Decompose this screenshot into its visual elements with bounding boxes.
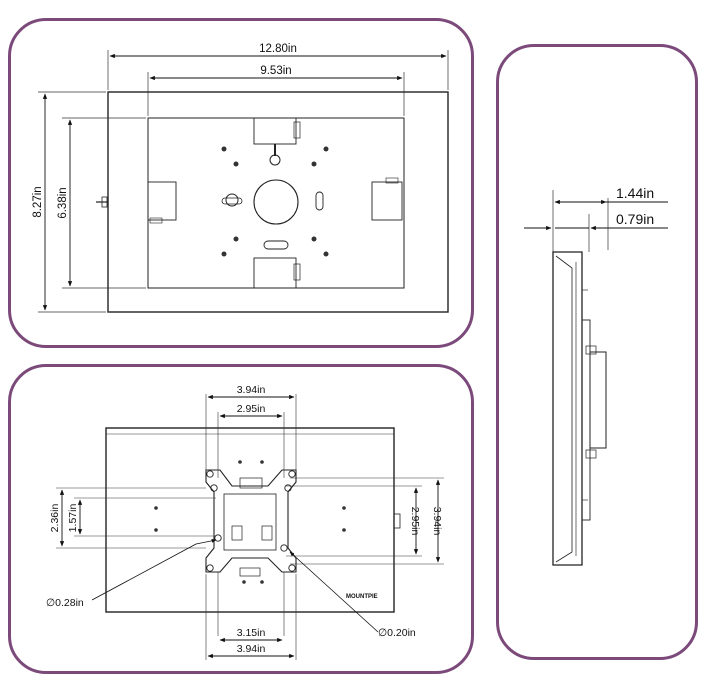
front-slot-right	[315, 191, 324, 211]
back-hole-large-leader	[91, 543, 197, 601]
front-center-hole	[253, 179, 299, 225]
back-hole-small	[280, 544, 288, 552]
back-bottom-inner-label: 3.15in	[237, 627, 266, 639]
front-enclosure-outline	[107, 91, 449, 313]
back-screw-dots	[154, 460, 346, 584]
side-depth-overall-label: 1.44in	[616, 185, 654, 201]
back-bottom-outer-label: 3.94in	[237, 643, 266, 655]
front-keyhole	[225, 193, 239, 207]
front-view: 12.80in 9.53in 8.27in 6.38in	[32, 43, 449, 313]
back-hole-large	[214, 534, 222, 542]
back-top-inner-label: 2.95in	[237, 403, 266, 415]
front-clip-bottom	[253, 257, 297, 289]
front-clip-left	[147, 181, 177, 221]
back-enclosure-outline	[105, 427, 395, 613]
back-hole-large-label: ∅0.28in	[46, 597, 84, 609]
back-right-outer-label: 3.94in	[431, 507, 443, 536]
back-left-outer-label: 2.36in	[49, 504, 61, 533]
side-vesa-bracket	[589, 351, 607, 449]
side-depth-body-label: 0.79in	[616, 211, 654, 227]
back-view: 3.94in 2.95in 2.36in 1.57in 2.95in 3.94i…	[46, 384, 444, 660]
back-left-inner-label: 1.57in	[67, 504, 79, 533]
front-width-inner-label: 9.53in	[260, 65, 291, 77]
front-clip-right	[371, 181, 403, 221]
front-screen-opening	[147, 117, 405, 289]
front-width-overall-label: 12.80in	[259, 43, 297, 55]
back-top-outer-label: 3.94in	[237, 384, 266, 396]
back-hole-small-label: ∅0.20in	[378, 627, 416, 639]
back-brand-label: MOUNTPIE	[346, 594, 378, 600]
back-right-inner-label: 2.95in	[409, 507, 421, 536]
side-view: 1.44in 0.79in	[524, 185, 668, 566]
front-slot-bottom	[263, 240, 289, 250]
front-height-inner-label: 6.38in	[57, 187, 69, 218]
front-height-overall-label: 8.27in	[32, 186, 44, 217]
front-screw-holes	[221, 146, 329, 257]
back-hole-small-leader	[289, 551, 379, 633]
back-vesa-plate	[205, 469, 297, 573]
front-clip-top	[253, 117, 297, 145]
side-profile-outline	[552, 251, 583, 566]
